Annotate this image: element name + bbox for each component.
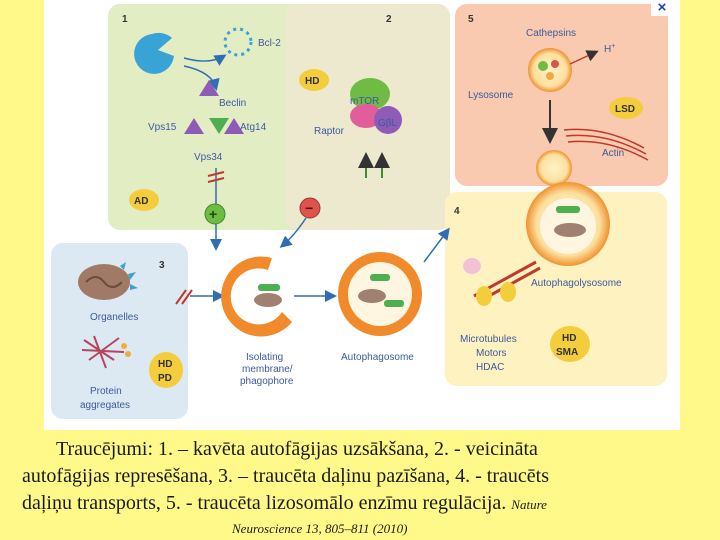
cargo-green — [556, 206, 580, 213]
caption: Traucējumi: 1. – kavēta autofāgijas uzsā… — [22, 436, 698, 518]
motor-yellow-b — [500, 282, 516, 302]
autophagosome-cargo-mito — [358, 289, 386, 303]
actin-fiber-c — [567, 140, 649, 161]
motors-label: Motors — [476, 348, 507, 359]
lysosome-label: Lysosome — [468, 90, 514, 101]
ad-label: AD — [134, 196, 148, 207]
source-journal: Nature — [511, 497, 547, 512]
vps15-label: Vps15 — [148, 122, 177, 133]
vps34-label: Vps34 — [194, 152, 223, 163]
pacman-protein — [134, 32, 174, 74]
lysosome — [528, 48, 572, 92]
mitochondrion-cristae — [85, 276, 123, 288]
caption-line-3: daļiņu transports, 5. - traucēta lizosom… — [22, 490, 698, 518]
vps34-triangle — [209, 118, 229, 134]
panel-3-number: 3 — [159, 260, 165, 271]
caption-line-1: Traucējumi: 1. – kavēta autofāgijas uzsā… — [56, 438, 538, 460]
gbl-protein — [374, 106, 402, 134]
protein-aggregate — [81, 335, 125, 369]
cathepsin-green — [538, 61, 548, 71]
caption-line-2: autofāgijas represēšana, 3. – traucēta d… — [22, 465, 549, 487]
isolating-label-3: phagophore — [240, 376, 294, 387]
bcl2-label: Bcl-2 — [258, 38, 281, 49]
hd-label-p4: HD — [562, 333, 576, 344]
aggregates-label: aggregates — [80, 400, 130, 411]
beclin-label: Beclin — [219, 98, 246, 109]
panel-4-number: 4 — [454, 206, 460, 217]
panel-5-number: 5 — [468, 14, 474, 25]
motor-pink — [463, 258, 481, 274]
hd-pd-badge — [149, 352, 183, 388]
pd-label: PD — [158, 373, 172, 384]
minus-sign: − — [305, 200, 313, 216]
hplus-label: H+ — [604, 43, 615, 55]
autophagosome-cargo-green-a — [370, 274, 390, 281]
gbl-label: GβL — [378, 118, 398, 129]
autophagolysosome-label: Autophagolysosome — [531, 278, 622, 289]
actin-fiber-a — [563, 128, 645, 149]
aggregate-dot-a — [121, 343, 127, 349]
negative-regulation-icon — [299, 197, 321, 219]
p2-arrow — [279, 217, 307, 248]
beclin-arrow — [183, 65, 220, 91]
motor-yellow-a — [476, 286, 492, 306]
isolating-membrane — [221, 256, 292, 337]
raptor-protein — [350, 104, 382, 128]
receptor-b — [128, 272, 136, 280]
source-reference: Neuroscience 13, 805–811 (2010) — [232, 521, 408, 536]
isolating-label-2: membrane/ — [242, 364, 293, 375]
atg14-label: Atg14 — [240, 122, 267, 133]
bcl2-arrow — [183, 54, 227, 66]
hdac-label: HDAC — [476, 362, 504, 373]
cathepsin-orange — [546, 72, 554, 80]
close-button[interactable]: × — [651, 0, 673, 16]
proton-arrow — [569, 50, 599, 65]
vps15-triangle — [184, 118, 204, 134]
atg14-triangle — [224, 118, 244, 134]
mtor-protein — [350, 78, 390, 110]
autophagosome-cargo-green-b — [384, 300, 404, 307]
isolating-label-1: Isolating — [246, 352, 283, 363]
actin-fiber-b — [565, 134, 647, 155]
to-panel4-arrow — [423, 227, 450, 263]
sma-label: SMA — [556, 347, 578, 358]
hd-label-p3: HD — [158, 359, 172, 370]
autophagy-diagram: 1 2 5 4 3 Bcl-2 Beclin Vps15 Atg14 Vps34… — [44, 0, 680, 430]
hd-label-p2: HD — [305, 76, 319, 87]
mtor-label: mTOR — [350, 96, 379, 107]
phagophore-cargo-mito — [254, 293, 282, 307]
p1-block-a — [207, 171, 225, 177]
panel-2-number: 2 — [386, 14, 392, 25]
positive-regulation-icon — [204, 203, 226, 225]
p1-block-b — [207, 177, 225, 183]
organelles-label: Organelles — [90, 312, 138, 323]
beclin-triangle — [199, 80, 219, 96]
aggregate-dot-b — [125, 351, 131, 357]
bcl2-complex — [223, 27, 253, 57]
diagram-svg: 1 2 5 4 3 Bcl-2 Beclin Vps15 Atg14 Vps34… — [51, 4, 668, 419]
actin-label: Actin — [602, 148, 624, 159]
cathepsins-label: Cathepsins — [526, 28, 576, 39]
cathepsin-red — [551, 60, 559, 68]
panel-1-number: 1 — [122, 14, 128, 25]
plus-sign: + — [209, 206, 217, 222]
lysosome-fusing — [536, 150, 572, 186]
microtubules-label: Microtubules — [460, 334, 517, 345]
raptor-label: Raptor — [314, 126, 345, 137]
autophagosome-label: Autophagosome — [341, 352, 414, 363]
caption-line-3-text: daļiņu transports, 5. - traucēta lizosom… — [22, 492, 507, 514]
p3-block-b — [181, 289, 193, 305]
hd-badge-p2 — [299, 69, 329, 91]
panel-4 — [445, 192, 667, 386]
lsd-badge — [609, 97, 643, 119]
phagophore-cargo-green — [258, 284, 280, 291]
cargo-mitochondrion — [554, 223, 586, 237]
hd-sma-badge — [550, 326, 590, 362]
lsd-label: LSD — [615, 104, 635, 115]
receptor-c — [130, 284, 138, 290]
ad-badge — [129, 189, 159, 211]
protein-label: Protein — [90, 386, 122, 397]
receptor-a — [120, 262, 126, 270]
p3-block-a — [175, 289, 187, 305]
